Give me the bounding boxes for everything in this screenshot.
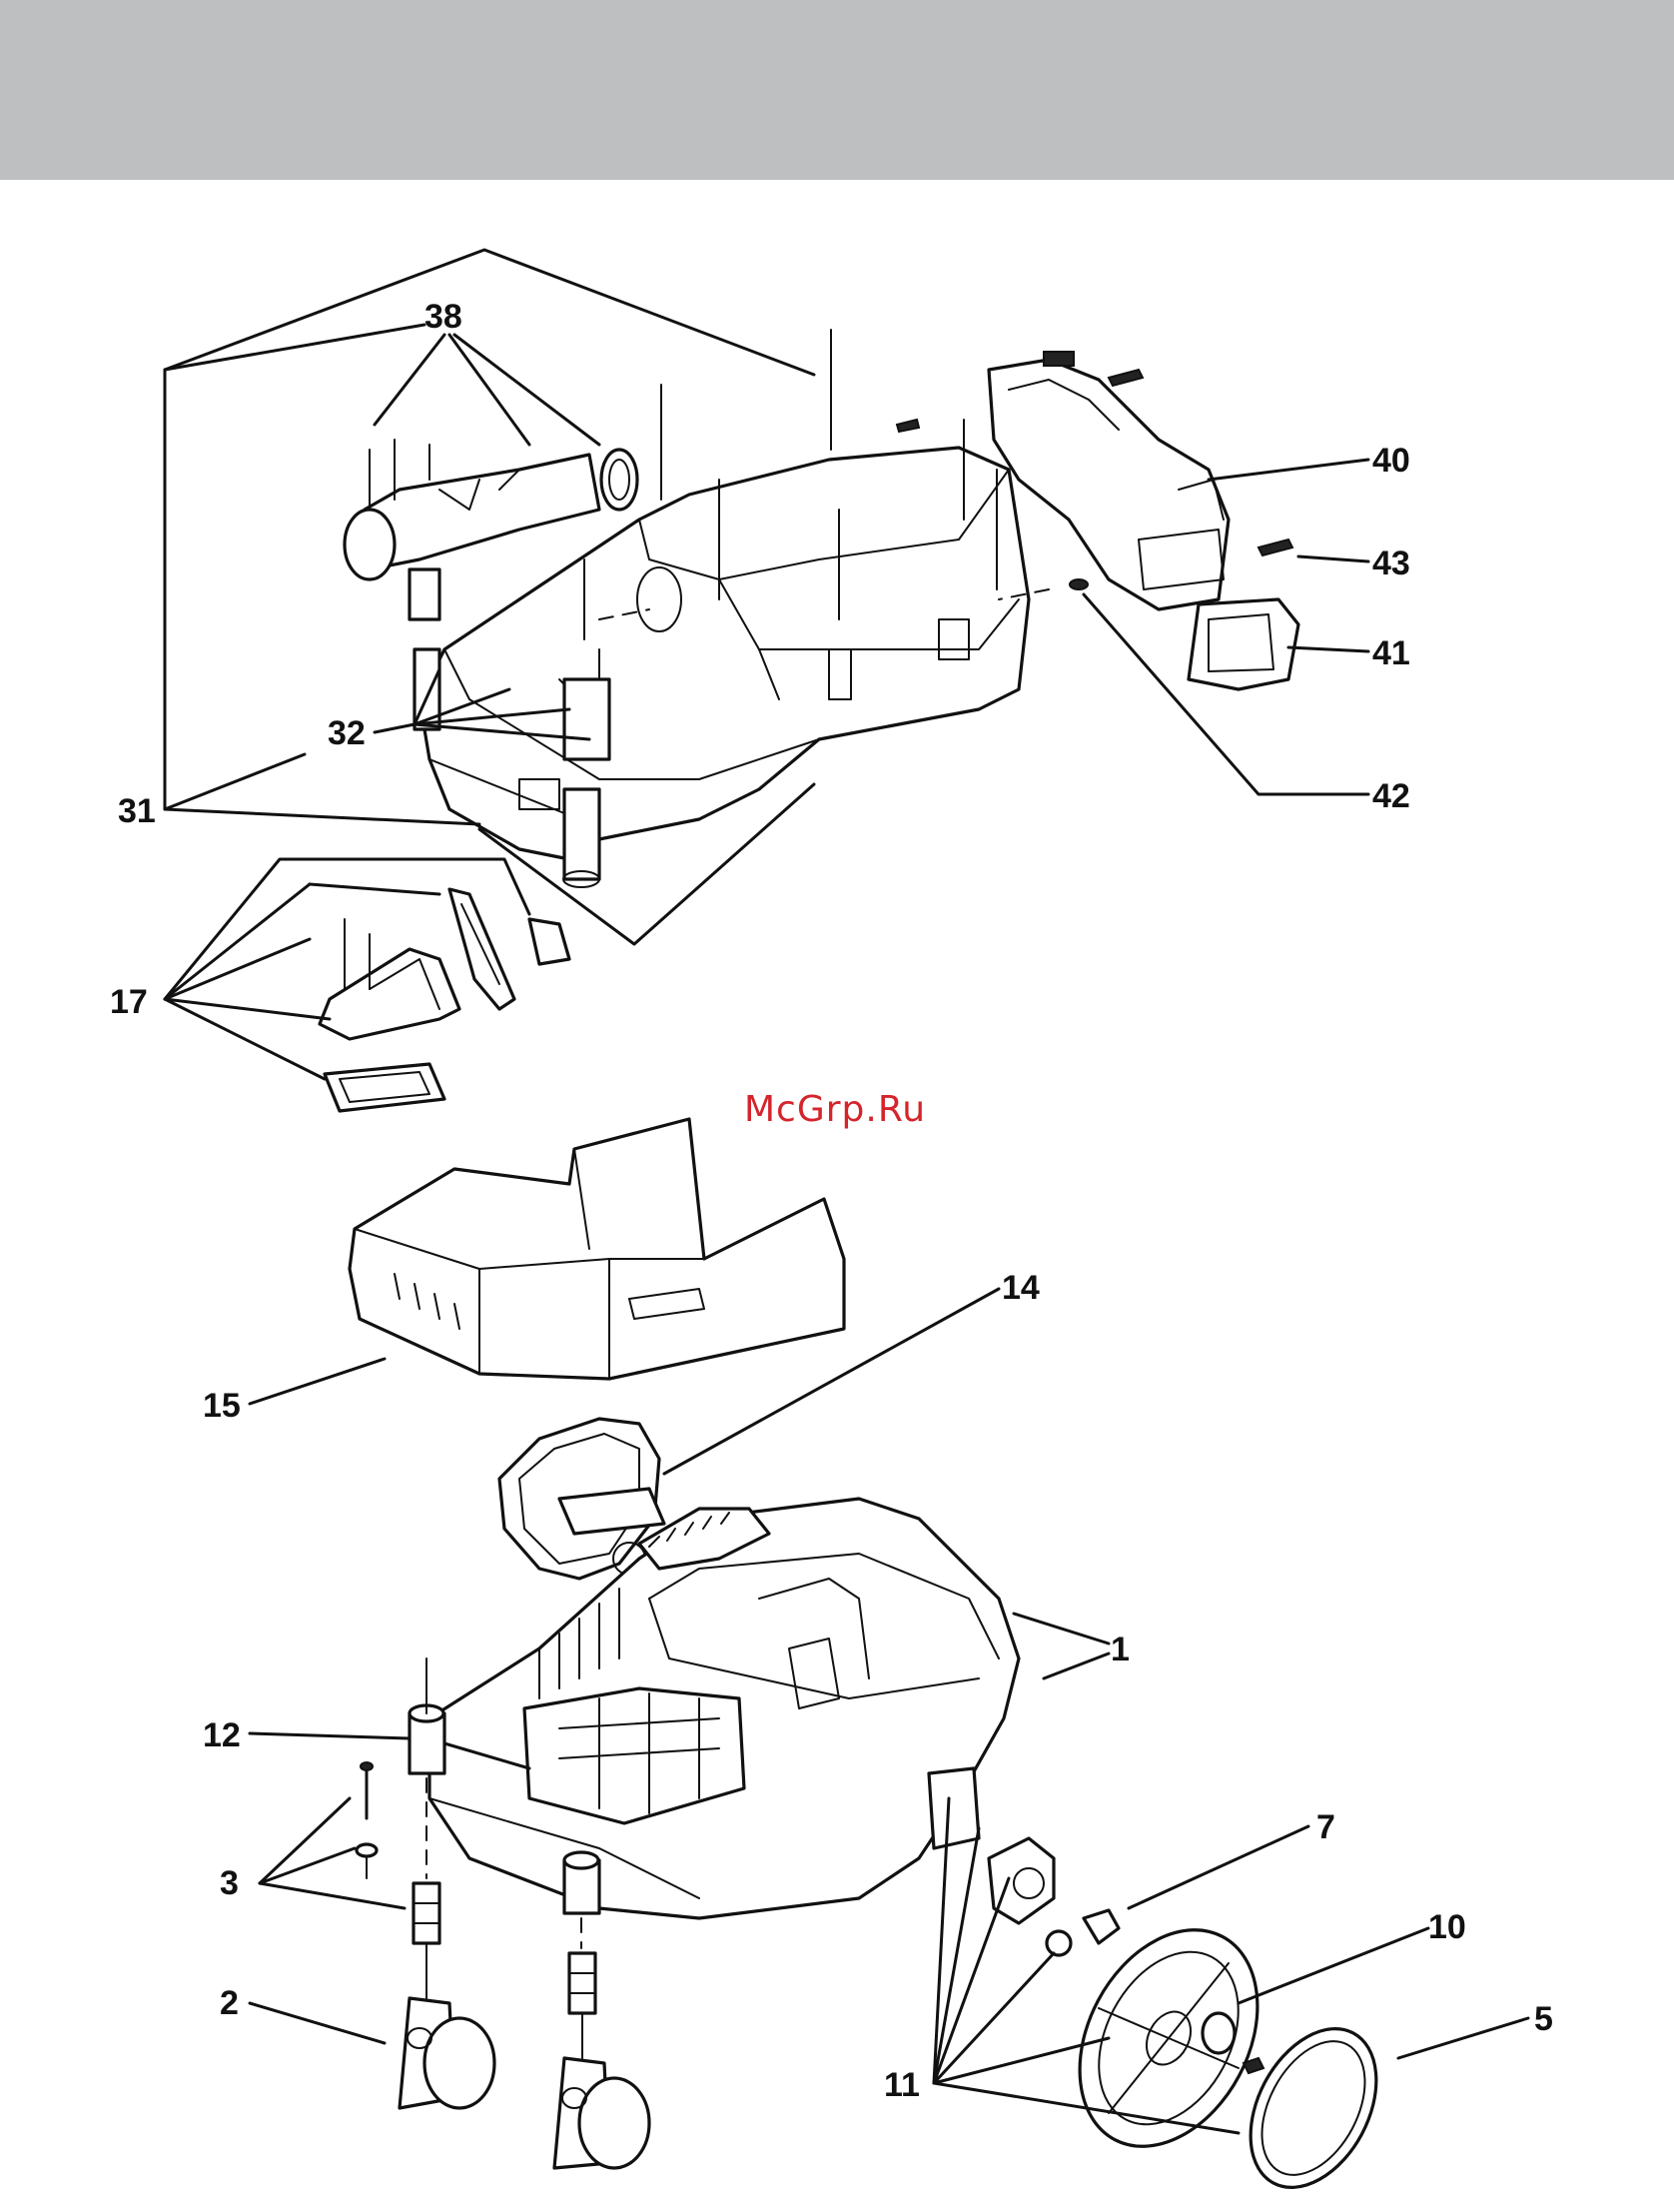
callout-42: 42 (1372, 777, 1410, 815)
part-15-tray (350, 1119, 844, 1379)
callout-40: 40 (1372, 442, 1410, 480)
callout-10: 10 (1428, 1908, 1466, 1946)
callout-31: 31 (118, 792, 156, 830)
callout-1: 1 (1111, 1631, 1130, 1668)
part-42-washer (1070, 579, 1088, 589)
callout-17: 17 (110, 983, 148, 1021)
callout-11: 11 (884, 2066, 920, 2104)
callout-41: 41 (1372, 634, 1410, 672)
callout-3: 3 (220, 1864, 239, 1902)
part-41-cover (1189, 599, 1298, 689)
part-7-axle-bracket (989, 1838, 1119, 1955)
part-14-ring-cover (499, 1419, 664, 1579)
part-3-screw-washer (357, 1762, 377, 1878)
callout-43: 43 (1372, 545, 1410, 582)
callout-38: 38 (424, 298, 462, 336)
callout-14: 14 (1002, 1269, 1040, 1307)
part-17-filter-set (320, 889, 569, 1111)
callout-7: 7 (1316, 1808, 1335, 1846)
part-1-base-housing (429, 1499, 1019, 1918)
callout-32: 32 (328, 714, 366, 752)
watermark: McGrp.Ru (744, 1089, 926, 1130)
callout-12: 12 (203, 1716, 241, 1754)
callout-5: 5 (1534, 2000, 1553, 2038)
part-2-caster-wheels (400, 1998, 649, 2168)
callout-15: 15 (203, 1387, 241, 1425)
callout-2: 2 (220, 1984, 239, 2022)
